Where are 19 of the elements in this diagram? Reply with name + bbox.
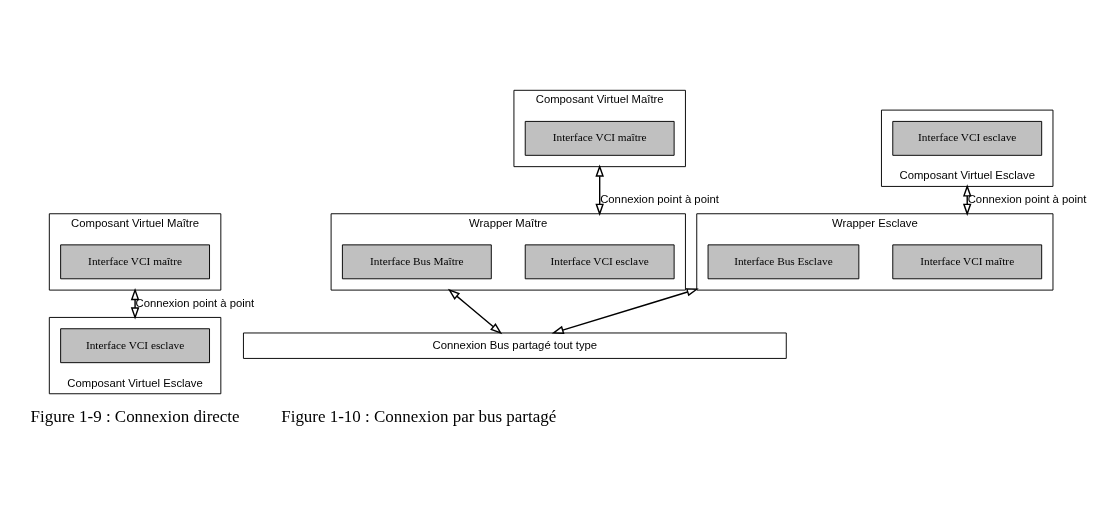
node-box: Connexion Bus partagé tout type	[243, 332, 787, 359]
node-box: Interface VCI esclave	[60, 327, 210, 363]
arrow	[130, 287, 140, 320]
label: Figure 1-10 : Connexion par bus partagé	[281, 406, 557, 426]
arrow	[962, 183, 972, 216]
node-box: Interface Bus Maître	[341, 243, 492, 279]
edge-label: Connexion point à point	[135, 296, 255, 309]
node-box: Interface VCI maître	[60, 243, 210, 279]
edge-label: Connexion point à point	[967, 192, 1087, 205]
edge-label: Connexion point à point	[600, 192, 719, 205]
label: Figure 1-9 : Connexion directe	[30, 406, 240, 426]
node-box: Interface Bus Esclave	[707, 243, 860, 279]
arrow	[595, 164, 604, 216]
arrow	[447, 288, 503, 334]
node-box: Interface VCI maître	[524, 120, 675, 156]
node-box: Interface VCI maître	[892, 243, 1043, 279]
node-box: Interface VCI esclave	[524, 243, 675, 279]
arrow	[551, 287, 699, 334]
node-box: Interface VCI esclave	[892, 120, 1043, 156]
